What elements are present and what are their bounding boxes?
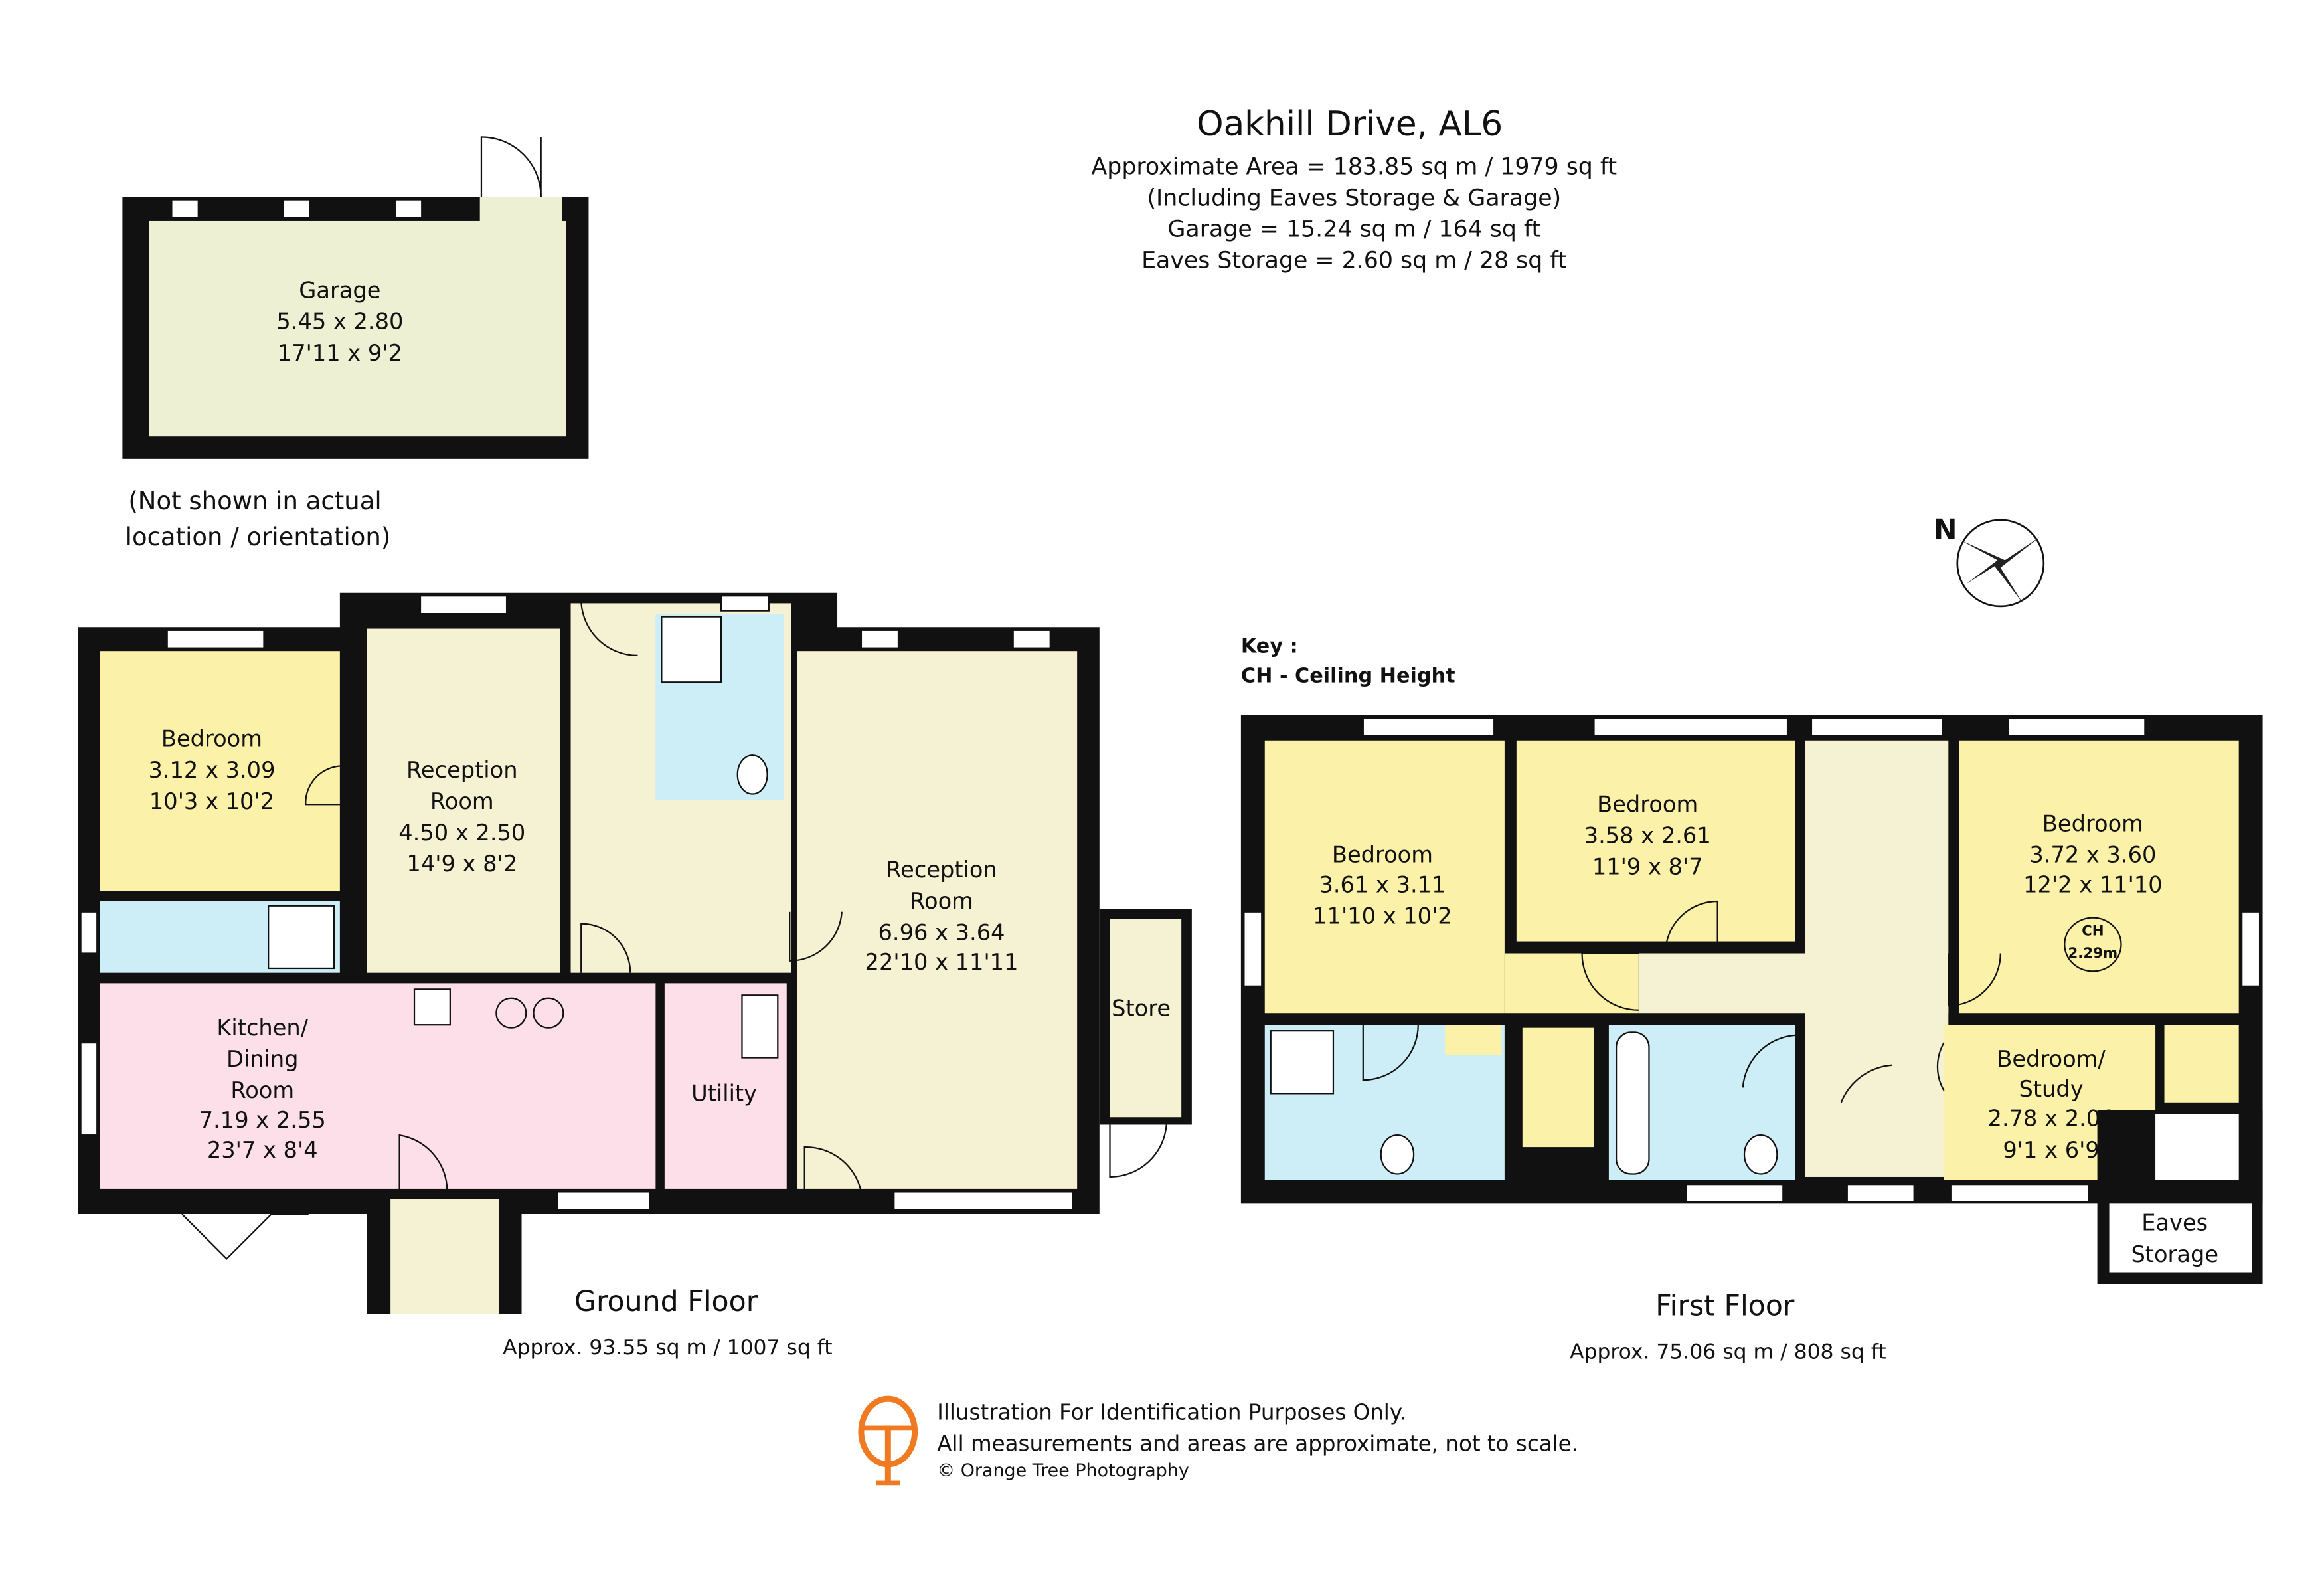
room-label-bedroom-3: Bedroom 3.72 x 3.60 12'2 x 11'10 CH 2.29… xyxy=(2023,811,2163,972)
area-eaves: Eaves Storage = 2.60 sq m / 28 sq ft xyxy=(1141,248,1567,274)
svg-text:Bedroom: Bedroom xyxy=(1597,791,1698,817)
svg-text:6.96 x 3.64: 6.96 x 3.64 xyxy=(878,919,1005,945)
page-title: Oakhill Drive, AL6 xyxy=(1197,104,1503,144)
svg-text:11'9 x 8'7: 11'9 x 8'7 xyxy=(1592,854,1703,880)
svg-text:Storage: Storage xyxy=(2131,1241,2218,1267)
key-entry: CH - Ceiling Height xyxy=(1241,664,1455,687)
svg-text:11'10 x 10'2: 11'10 x 10'2 xyxy=(1313,903,1452,929)
ground-floor-title: Ground Floor xyxy=(574,1285,758,1318)
key-title: Key : xyxy=(1241,634,1298,658)
svg-text:10'3 x 10'2: 10'3 x 10'2 xyxy=(149,788,274,814)
svg-text:7.19 x 2.55: 7.19 x 2.55 xyxy=(199,1107,326,1133)
room-label-store: Store xyxy=(1112,996,1171,1021)
svg-text:Reception: Reception xyxy=(406,757,517,783)
svg-text:3.12 x 3.09: 3.12 x 3.09 xyxy=(148,757,275,783)
svg-text:22'10 x 11'11: 22'10 x 11'11 xyxy=(865,949,1019,975)
garage-plan: Garage 5.45 x 2.80 17'11 x 9'2 xyxy=(122,136,589,459)
room-label-eaves-storage: Eaves Storage xyxy=(2131,1210,2218,1267)
garage-imperial: 17'11 x 9'2 xyxy=(278,340,402,366)
svg-text:Study: Study xyxy=(2019,1076,2084,1102)
svg-text:3.58 x 2.61: 3.58 x 2.61 xyxy=(1584,823,1711,849)
svg-text:Room: Room xyxy=(230,1077,294,1103)
svg-text:Room: Room xyxy=(910,888,973,914)
svg-text:Room: Room xyxy=(430,788,494,814)
ceiling-height-badge: CH 2.29m xyxy=(2064,917,2122,972)
room-label-bedroom-1: Bedroom 3.61 x 3.11 11'10 x 10'2 xyxy=(1313,842,1452,929)
area-total: Approximate Area = 183.85 sq m / 1979 sq… xyxy=(1092,153,1618,180)
svg-text:14'9 x 8'2: 14'9 x 8'2 xyxy=(406,851,517,877)
room-label-utility: Utility xyxy=(691,1081,757,1107)
svg-text:Bedroom/: Bedroom/ xyxy=(1997,1046,2106,1072)
svg-text:Dining: Dining xyxy=(226,1046,299,1072)
svg-text:2.78 x 2.06: 2.78 x 2.06 xyxy=(1988,1106,2115,1132)
svg-text:Eaves: Eaves xyxy=(2141,1210,2208,1236)
disclaimer-line-2: All measurements and areas are approxima… xyxy=(937,1431,1578,1457)
room-label-bedroom-study: Bedroom/ Study 2.78 x 2.06 9'1 x 6'9 xyxy=(1988,1046,2115,1163)
orange-tree-logo xyxy=(858,1395,918,1486)
ground-floor-plan: Bedroom 3.12 x 3.09 10'3 x 10'2 Receptio… xyxy=(78,592,1192,1314)
svg-text:3.61 x 3.11: 3.61 x 3.11 xyxy=(1319,872,1446,898)
svg-text:23'7 x 8'4: 23'7 x 8'4 xyxy=(207,1137,318,1163)
area-summary: Approximate Area = 183.85 sq m / 1979 sq… xyxy=(1092,153,1618,274)
svg-text:12'2 x 11'10: 12'2 x 11'10 xyxy=(2023,872,2163,898)
room-label-bedroom-2: Bedroom 3.58 x 2.61 11'9 x 8'7 xyxy=(1584,791,1711,879)
area-including: (Including Eaves Storage & Garage) xyxy=(1147,185,1561,212)
svg-text:Bedroom: Bedroom xyxy=(161,726,262,752)
svg-text:3.72 x 3.60: 3.72 x 3.60 xyxy=(2029,842,2156,868)
copyright: © Orange Tree Photography xyxy=(937,1461,1189,1481)
svg-text:Reception: Reception xyxy=(886,857,997,883)
svg-text:9'1 x 6'9: 9'1 x 6'9 xyxy=(2003,1137,2099,1163)
svg-text:4.50 x 2.50: 4.50 x 2.50 xyxy=(398,820,525,845)
room-label-bedroom: Bedroom 3.12 x 3.09 10'3 x 10'2 xyxy=(148,726,275,814)
first-floor-plan: Bedroom 3.61 x 3.11 11'10 x 10'2 Bedroom… xyxy=(1240,715,2263,1284)
room-label-reception-large: Reception Room 6.96 x 3.64 22'10 x 11'11 xyxy=(865,857,1019,975)
room-label-kitchen: Kitchen/ Dining Room 7.19 x 2.55 23'7 x … xyxy=(199,1015,326,1163)
room-label-reception-small: Reception Room 4.50 x 2.50 14'9 x 8'2 xyxy=(398,757,525,877)
garage-note-2: location / orientation) xyxy=(125,523,391,551)
svg-text:Bedroom: Bedroom xyxy=(1332,842,1433,868)
garage-label: Garage xyxy=(299,278,380,304)
svg-text:CH: CH xyxy=(2082,923,2104,940)
first-floor-area: Approx. 75.06 sq m / 808 sq ft xyxy=(1570,1340,1886,1364)
svg-text:Kitchen/: Kitchen/ xyxy=(216,1015,308,1041)
compass-north-label: N xyxy=(1934,513,1957,547)
garage-note: (Not shown in actual xyxy=(128,487,381,515)
first-floor-title: First Floor xyxy=(1655,1290,1795,1323)
disclaimer-line-1: Illustration For Identification Purposes… xyxy=(937,1400,1406,1425)
svg-text:2.29m: 2.29m xyxy=(2068,945,2117,962)
room-bedroom-ground xyxy=(100,651,340,891)
compass-star-icon: N xyxy=(1934,513,2045,608)
svg-text:Bedroom: Bedroom xyxy=(2042,811,2143,837)
ground-floor-area: Approx. 93.55 sq m / 1007 sq ft xyxy=(503,1336,832,1360)
area-garage: Garage = 15.24 sq m / 164 sq ft xyxy=(1168,217,1541,243)
garage-metric: 5.45 x 2.80 xyxy=(276,309,403,335)
